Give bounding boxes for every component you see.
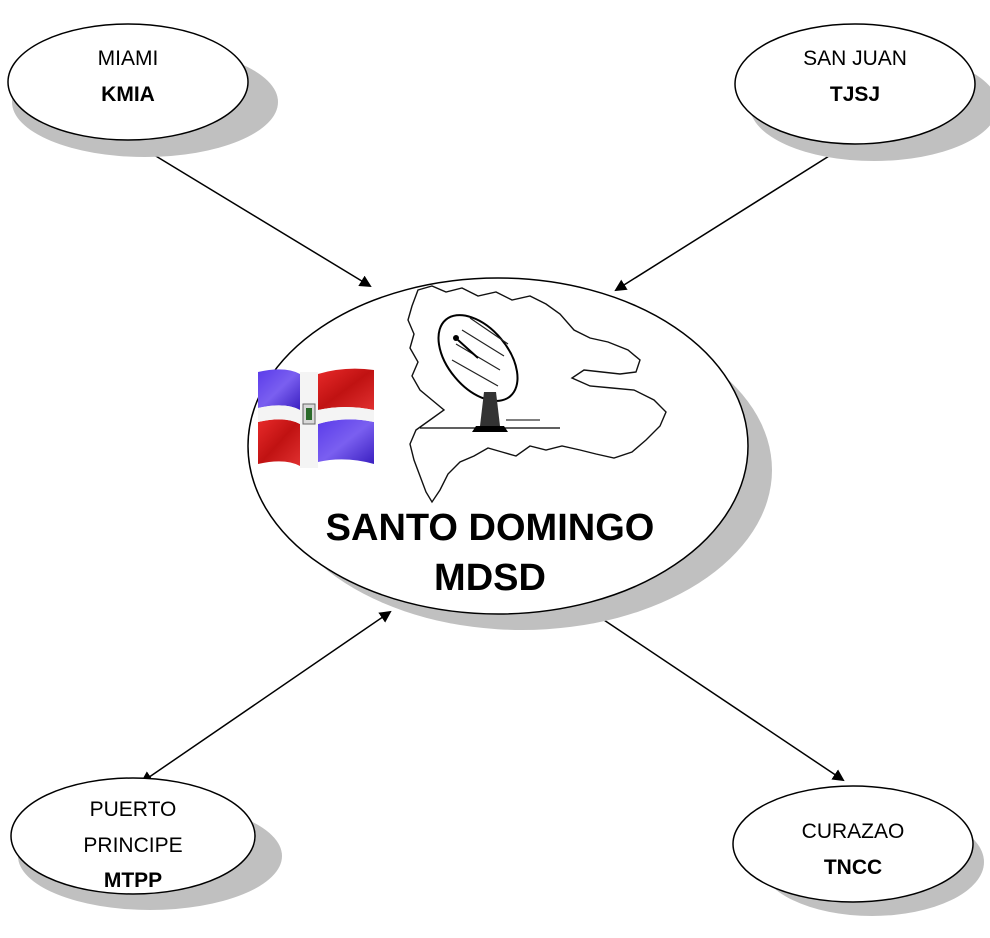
node-ellipse	[734, 23, 976, 145]
node-ellipse	[732, 785, 974, 903]
node-puerto-principe: PUERTO PRINCIPE MTPP	[10, 777, 282, 910]
node-ellipse	[7, 23, 249, 141]
connectors	[134, 142, 847, 784]
node-code: TJSJ	[830, 83, 880, 106]
node-code: TNCC	[824, 856, 882, 879]
hub-code: MDSD	[434, 557, 546, 599]
connector-curazao	[590, 610, 845, 782]
node-code: MTPP	[104, 869, 162, 892]
hub-ellipse	[247, 277, 749, 615]
connector-san-juan	[614, 144, 847, 292]
node-ellipse	[10, 777, 256, 895]
node-code: KMIA	[101, 83, 155, 106]
satellite-dish-icon	[420, 314, 560, 432]
node-curazao: CURAZAO TNCC	[732, 785, 984, 916]
hub-title: SANTO DOMINGO	[326, 507, 655, 549]
node-city: CURAZAO	[802, 820, 905, 843]
node-miami: MIAMI KMIA	[7, 23, 278, 157]
node-city: MIAMI	[98, 47, 159, 70]
connector-miami	[134, 142, 372, 288]
hub-santo-domingo: SANTO DOMINGO MDSD	[247, 277, 772, 630]
node-city: PUERTO	[90, 798, 177, 821]
node-city: SAN JUAN	[803, 47, 907, 70]
dominican-flag-icon	[258, 368, 374, 468]
connector-puerto-principe	[140, 610, 392, 784]
node-city-line2: PRINCIPE	[83, 834, 182, 857]
island-map-icon	[407, 285, 667, 504]
node-san-juan: SAN JUAN TJSJ	[734, 23, 990, 161]
